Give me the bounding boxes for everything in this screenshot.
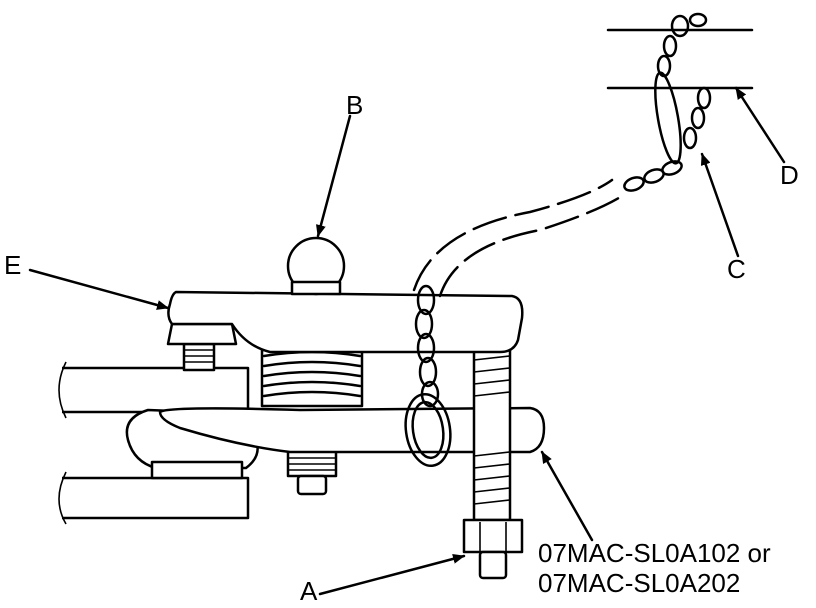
safety-chain <box>404 284 452 468</box>
leader-tool <box>540 450 594 542</box>
leader-e <box>28 268 170 310</box>
callout-d: D <box>780 160 799 190</box>
tool-part-number-line-2: 07MAC-SL0A202 <box>538 568 741 598</box>
tool-part-number-line-1: 07MAC-SL0A102 or <box>538 538 771 568</box>
callout-e: E <box>4 250 22 280</box>
leader-lines <box>28 86 786 596</box>
callout-a: A <box>300 576 318 606</box>
tool-left-bolt <box>166 322 238 372</box>
ball-joint-stud-top <box>286 236 346 296</box>
callout-c: C <box>727 254 746 284</box>
callout-b: B <box>346 90 364 120</box>
tool-pressure-bolt <box>462 348 524 580</box>
chain-wrap <box>623 12 712 192</box>
leader-a <box>318 553 466 596</box>
leader-b <box>316 114 352 238</box>
tool-spring <box>260 348 364 408</box>
leader-d <box>734 86 786 164</box>
leader-c <box>700 152 740 258</box>
chain-dashed-path <box>412 178 624 298</box>
upper-arm <box>606 28 754 90</box>
